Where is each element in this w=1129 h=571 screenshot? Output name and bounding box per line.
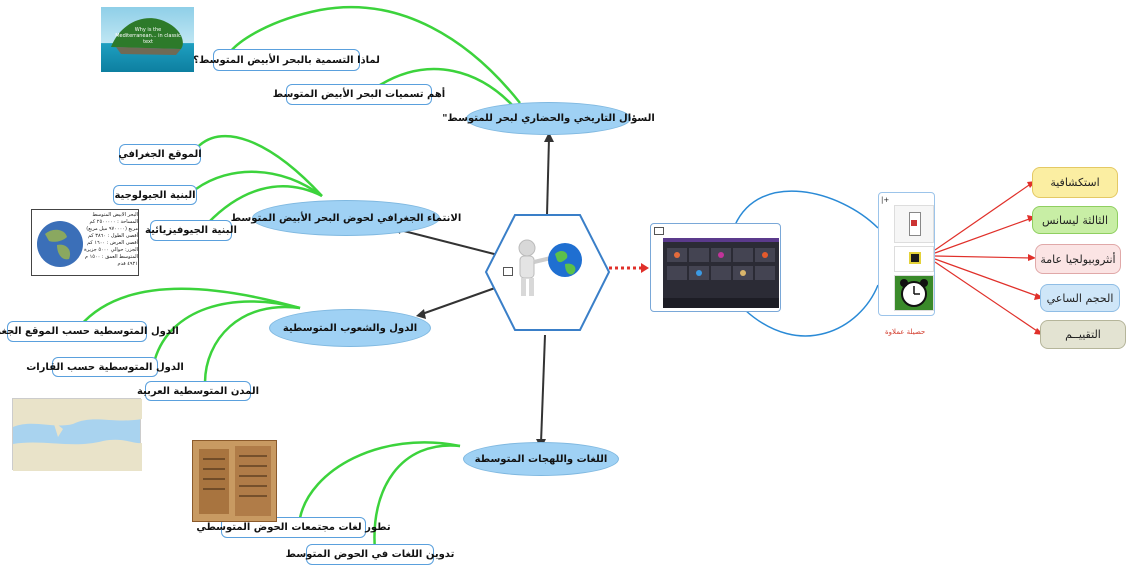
- resource-doc-thumb[interactable]: [894, 205, 934, 243]
- video-call-thumbnail[interactable]: [650, 223, 781, 312]
- page-icon-small: [654, 227, 664, 235]
- child-states-by-continent[interactable]: الدول المتوسطية حسب القارات: [26, 357, 184, 377]
- arrow-to-languages: [540, 334, 546, 444]
- branch-geography[interactable]: الانتماء الجغرافي لحوض البحر الأبيض المت…: [231, 200, 461, 236]
- resource-caption: حصيلة عملاوة: [885, 328, 926, 336]
- right-item-exploratory[interactable]: استكشافية: [1032, 167, 1118, 198]
- child-names-mediterranean[interactable]: أهم تسميات البحر الأبيض المتوسط: [273, 84, 445, 105]
- center-hexagon[interactable]: [484, 214, 611, 331]
- resource-panel-marker: +|: [881, 196, 890, 204]
- globe-info-text: البحر الأبيض المتوسط المساحة : ٢٥٠٠٠٠٠ ك…: [84, 212, 138, 267]
- green-links: [79, 5, 521, 551]
- child-geology[interactable]: البنية الجيولوجية: [113, 185, 197, 205]
- branch-languages[interactable]: اللغات واللهجات المتوسطة: [463, 442, 619, 476]
- right-item-evaluation[interactable]: التقييــم: [1040, 320, 1126, 349]
- child-states-by-location[interactable]: الدول المتوسطية حسب الموقع الجغرافي: [0, 321, 179, 342]
- arrow-to-peoples: [421, 287, 496, 315]
- video-grid: [663, 238, 779, 308]
- arrowhead-up: [544, 132, 554, 142]
- mediterranean-map-image: [12, 398, 142, 471]
- island-image: Why is the Mediterranean... in classic t…: [101, 7, 194, 72]
- page-icon: [503, 267, 513, 276]
- resource-panel[interactable]: +|: [878, 192, 935, 316]
- branch-peoples[interactable]: الدول والشعوب المتوسطية: [269, 309, 431, 347]
- arrow-to-history: [546, 137, 550, 216]
- child-geophysics[interactable]: البنية الجيوفيزيائية: [145, 220, 237, 241]
- child-arab-cities[interactable]: المدن المتوسطية العربية: [137, 381, 259, 401]
- child-geo-location[interactable]: الموقع الجغرافي: [118, 144, 202, 165]
- right-item-anthropology[interactable]: أنثروبيولجيا عامة: [1035, 244, 1121, 274]
- clock-icon[interactable]: [894, 275, 934, 311]
- right-item-third-year[interactable]: الثالثة ليسانس: [1032, 206, 1118, 234]
- child-language-writing[interactable]: تدوين اللغات في الحوض المتوسط: [286, 544, 454, 565]
- globe-info-image: البحر الأبيض المتوسط المساحة : ٢٥٠٠٠٠٠ ك…: [31, 209, 139, 276]
- child-why-mediterranean[interactable]: لماذا التسمية بالبحر الأبيض المتوسط؟: [193, 49, 380, 71]
- blue-links: [734, 190, 879, 337]
- center-arrows: [395, 137, 550, 444]
- red-links: [934, 182, 1041, 334]
- island-caption: Why is the Mediterranean... in classic t…: [115, 27, 181, 45]
- arrowhead-downleft: [416, 309, 426, 319]
- right-item-hours[interactable]: الحجم الساعي: [1040, 284, 1120, 312]
- branch-history[interactable]: السؤال التاريخي والحضاري لبحر للمتوسط": [442, 102, 655, 135]
- child-language-evolution[interactable]: تطور لغات مجتمعات الحوض المتوسطي: [196, 517, 391, 538]
- papyrus-image: [192, 440, 277, 522]
- arrow-to-geography: [395, 228, 499, 256]
- person-with-globe-icon: [503, 236, 593, 306]
- resource-image-thumb[interactable]: [894, 246, 934, 272]
